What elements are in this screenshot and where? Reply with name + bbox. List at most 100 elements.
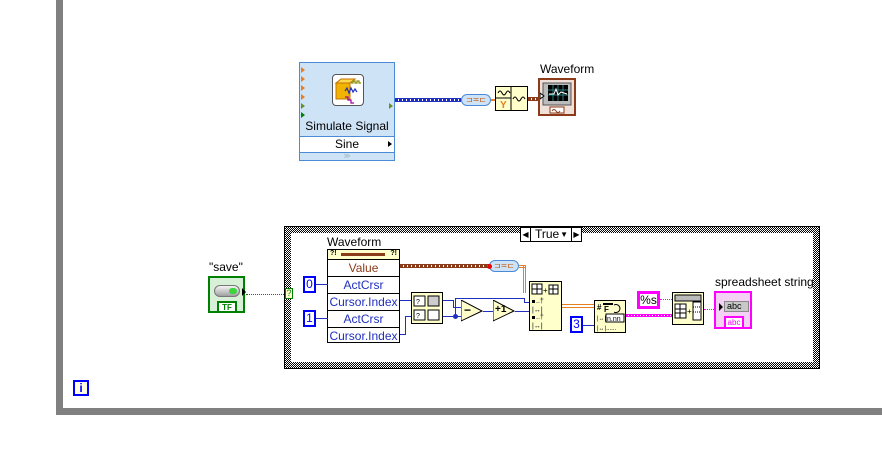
input-terminal-icon [719, 303, 723, 311]
wire[interactable] [453, 300, 454, 308]
wire[interactable] [400, 300, 411, 301]
wire[interactable] [453, 307, 461, 308]
max-min-node[interactable]: ? ? [411, 292, 443, 324]
waveform-graph-label: Waveform [540, 62, 595, 76]
signal-type-value: Sine [334, 137, 360, 151]
waveform-wire[interactable] [528, 97, 540, 101]
svg-text:?: ? [416, 299, 420, 306]
simulate-signal-title: Simulate Signal [305, 119, 389, 133]
case-selector[interactable]: ◀ True ▼ ▶ [520, 227, 582, 242]
svg-text:#: # [597, 303, 602, 312]
save-control-label: "save" [209, 260, 243, 274]
convert-from-dynamic-data-node[interactable]: ⊐≍⊏ [461, 94, 491, 106]
case-selector-terminal[interactable]: ? [285, 288, 293, 299]
tf-type-tag: TF [217, 301, 237, 312]
chevron-down-icon[interactable]: ▼ [560, 230, 568, 239]
while-loop-border-bottom [56, 408, 882, 415]
wire[interactable] [405, 316, 411, 317]
svg-text:Y: Y [500, 100, 507, 110]
wire[interactable] [400, 334, 406, 335]
string-value: abc [724, 301, 749, 312]
wire[interactable] [483, 311, 493, 312]
svg-text:|↔|......: |↔|...... [597, 326, 616, 332]
svg-text:F: F [604, 305, 609, 314]
spreadsheet-string-indicator[interactable]: abc abc [714, 291, 752, 329]
save-boolean-control[interactable]: TF [208, 276, 246, 313]
property-cursor-index[interactable]: Cursor.Index [328, 295, 399, 311]
output-terminal-icon [389, 103, 393, 109]
array-wire[interactable] [523, 265, 526, 293]
input-terminal-icon [301, 103, 305, 109]
chevron-right-icon [388, 141, 392, 147]
string-wire[interactable] [704, 309, 714, 310]
led-icon [214, 285, 240, 297]
format-string-constant[interactable]: %s [637, 291, 660, 309]
input-terminal-icon [301, 67, 305, 73]
wire[interactable] [524, 298, 525, 303]
wire[interactable] [316, 318, 328, 319]
decrement-case-icon[interactable]: ◀ [522, 230, 529, 239]
boolean-wire[interactable] [246, 294, 286, 295]
input-terminal-icon [301, 94, 305, 100]
simulate-signal-icon [332, 74, 364, 106]
waveform-value-wire[interactable] [400, 264, 490, 268]
wire[interactable] [491, 99, 496, 101]
property-node-label: Waveform [327, 235, 382, 249]
svg-text:+: + [687, 307, 692, 316]
expand-chevron-icon[interactable]: ≫ [343, 153, 351, 160]
wire[interactable] [443, 300, 453, 301]
svg-text:|↔|: |↔| [532, 323, 543, 330]
increment-node[interactable]: +1 [492, 299, 516, 322]
array-to-spreadsheet-string-node[interactable]: + [672, 292, 704, 325]
input-terminal-icon [301, 76, 305, 82]
iteration-terminal[interactable]: i [73, 380, 89, 396]
waveform-graph-terminal[interactable] [538, 78, 576, 116]
while-loop-border-left [56, 0, 63, 414]
array-subset-node[interactable]: + ..† |↔| ..† |↔| [529, 281, 562, 331]
svg-text:n.nn: n.nn [607, 316, 621, 323]
dynamic-data-wire[interactable] [395, 98, 461, 102]
spreadsheet-string-label: spreadsheet string [715, 275, 814, 289]
subtract-node[interactable]: − [460, 299, 484, 322]
coercion-dot-icon [487, 264, 492, 269]
wire[interactable] [583, 325, 594, 326]
waveform-property-node[interactable]: ?! ?! Value ActCrsr Cursor.Index ActCrsr… [327, 249, 400, 343]
wire[interactable] [443, 316, 461, 317]
svg-text:?: ? [416, 313, 420, 320]
signal-type-selector[interactable]: Sine [300, 137, 394, 152]
string-wire[interactable] [660, 299, 672, 300]
output-terminal-icon [242, 288, 246, 296]
waveform-express-node[interactable]: Y [495, 86, 528, 111]
svg-text:..†: ..† [536, 298, 544, 305]
convert-to-dynamic-data-node[interactable]: ⊐≍⊏ [489, 260, 519, 272]
svg-text:|↔|: |↔| [532, 307, 543, 314]
wire[interactable] [455, 298, 456, 316]
array-wire[interactable] [519, 265, 525, 268]
property-cursor-index[interactable]: Cursor.Index [329, 329, 398, 343]
string-array-wire[interactable] [626, 314, 672, 317]
wire[interactable] [316, 284, 328, 285]
divider [300, 136, 394, 137]
increment-case-icon[interactable]: ▶ [573, 230, 580, 239]
input-terminal-icon [301, 85, 305, 91]
wire[interactable] [524, 302, 530, 303]
number-to-fractional-string-node[interactable]: # F n.nn |↔| |↔|...... [594, 300, 626, 333]
cursor-1-constant[interactable]: 1 [303, 310, 316, 327]
property-node-header: ?! ?! [328, 250, 399, 260]
cursor-0-constant[interactable]: 0 [303, 276, 316, 293]
wire[interactable] [515, 311, 530, 312]
array-wire[interactable] [562, 304, 594, 308]
precision-constant[interactable]: 3 [570, 316, 583, 333]
svg-text:+: + [543, 286, 548, 295]
svg-text:|↔|: |↔| [597, 316, 607, 322]
abc-type-tag: abc [724, 316, 744, 327]
wire[interactable] [405, 316, 406, 335]
case-selector-value[interactable]: True ▼ [530, 228, 572, 241]
property-active-cursor[interactable]: ActCrsr [328, 311, 399, 328]
property-active-cursor[interactable]: ActCrsr [328, 277, 399, 294]
simulate-signal-express-vi[interactable]: Simulate Signal Sine ≫ [299, 62, 395, 161]
wire[interactable] [455, 298, 525, 299]
property-value[interactable]: Value [328, 260, 399, 277]
wire-junction [453, 314, 458, 319]
svg-text:..†: ..† [536, 314, 544, 321]
